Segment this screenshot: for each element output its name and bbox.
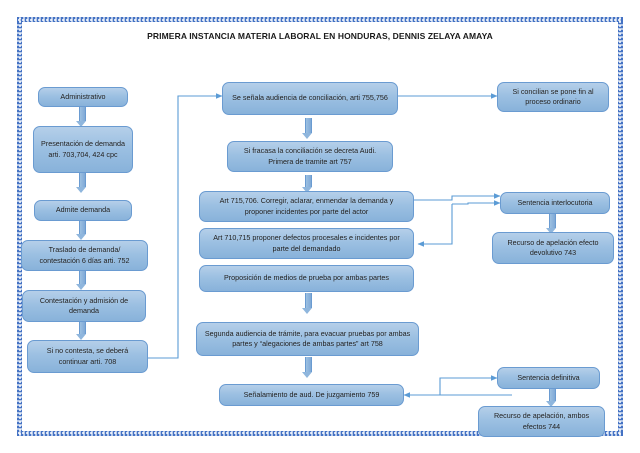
connector-secondary-to-interlocutoria — [452, 200, 501, 206]
node-sentencia-interlocutoria-label: Sentencia interlocutoria — [517, 197, 593, 207]
arrow-administrativo-to-presentacion — [76, 107, 87, 127]
node-si-concilian-label: Si concilian se pone fin al proceso ordi… — [512, 86, 594, 106]
arrow-traslado-to-contestacion — [76, 271, 87, 290]
connector-art715-to-interlocutoria — [414, 193, 501, 201]
node-art-710-715-label: Art 710,715 proponer defectos procesales… — [213, 233, 400, 253]
node-audiencia-conciliacion-label: Se señala audiencia de conciliación, art… — [232, 93, 388, 103]
arrow-conciliacion-to-fracasa — [302, 118, 313, 140]
node-senalamiento-juzgamiento-label: Señalamiento de aud. De juzgamiento 759 — [243, 389, 380, 399]
node-admite-demanda-label: Admite demanda — [55, 205, 111, 215]
node-segunda-audiencia-label: Segunda audiencia de trámite, para evacu… — [204, 328, 411, 348]
node-si-concilian[interactable]: Si concilian se pone fin al proceso ordi… — [497, 82, 609, 112]
node-segunda-audiencia[interactable]: Segunda audiencia de trámite, para evacu… — [196, 322, 419, 356]
node-art-710-715[interactable]: Art 710,715 proponer defectos procesales… — [199, 228, 414, 259]
node-administrativo-label: Administrativo — [60, 91, 106, 101]
arrow-admite-to-traslado — [76, 221, 87, 240]
arrow-contestacion-to-nocontesta — [76, 322, 87, 340]
node-si-no-contesta-label: Si no contesta, se deberá continuar arti… — [46, 346, 129, 366]
node-contestacion-admision[interactable]: Contestación y admisión de demanda — [22, 290, 146, 322]
node-proposicion-pruebas[interactable]: Proposición de medios de prueba por amba… — [199, 265, 414, 292]
node-contestacion-admision-label: Contestación y admisión de demanda — [39, 295, 129, 315]
node-administrativo[interactable]: Administrativo — [38, 87, 128, 107]
arrow-proposicion-to-segunda — [302, 293, 313, 315]
arrow-interlocutoria-to-recurso — [546, 214, 557, 234]
arrow-segunda-to-senalamiento — [302, 357, 313, 379]
node-art-715-706-label: Art 715,706. Corregir, aclarar, enmendar… — [219, 196, 394, 216]
node-fracasa-conciliacion[interactable]: Si fracasa la conciliación se decreta Au… — [227, 141, 393, 172]
page-title: PRIMERA INSTANCIA MATERIA LABORAL EN HON… — [147, 31, 493, 41]
connector-nocontesta-to-conciliacion — [148, 93, 223, 359]
node-fracasa-conciliacion-label: Si fracasa la conciliación se decreta Au… — [243, 146, 377, 166]
node-audiencia-conciliacion[interactable]: Se señala audiencia de conciliación, art… — [222, 82, 398, 115]
arrow-definitiva-to-recurso744 — [546, 389, 557, 407]
node-si-no-contesta[interactable]: Si no contesta, se deberá continuar arti… — [27, 340, 148, 373]
node-presentacion-demanda[interactable]: Presentación de demanda arti. 703,704, 4… — [33, 126, 133, 173]
connector-junction-to-art710 — [417, 204, 453, 247]
node-sentencia-definitiva-label: Sentencia definitiva — [517, 372, 580, 382]
node-traslado-demanda-label: Traslado de demanda/ contestación 6 días… — [39, 245, 130, 265]
arrow-presentacion-to-admite — [76, 173, 87, 193]
node-recurso-devolutivo-label: Recurso de apelación efecto devolutivo 7… — [507, 237, 599, 257]
node-proposicion-pruebas-label: Proposición de medios de prueba por amba… — [223, 273, 389, 283]
node-sentencia-definitiva[interactable]: Sentencia definitiva — [497, 367, 600, 389]
node-admite-demanda[interactable]: Admite demanda — [34, 200, 132, 221]
node-presentacion-demanda-label: Presentación de demanda arti. 703,704, 4… — [41, 139, 125, 159]
node-recurso-devolutivo[interactable]: Recurso de apelación efecto devolutivo 7… — [492, 232, 614, 264]
node-art-715-706[interactable]: Art 715,706. Corregir, aclarar, enmendar… — [199, 191, 414, 222]
node-traslado-demanda[interactable]: Traslado de demanda/ contestación 6 días… — [21, 240, 148, 271]
node-recurso-ambos-efectos-label: Recurso de apelación, ambos efectos 744 — [493, 411, 590, 431]
node-sentencia-interlocutoria[interactable]: Sentencia interlocutoria — [500, 192, 610, 214]
node-senalamiento-juzgamiento[interactable]: Señalamiento de aud. De juzgamiento 759 — [219, 384, 404, 406]
node-recurso-ambos-efectos[interactable]: Recurso de apelación, ambos efectos 744 — [478, 406, 605, 437]
